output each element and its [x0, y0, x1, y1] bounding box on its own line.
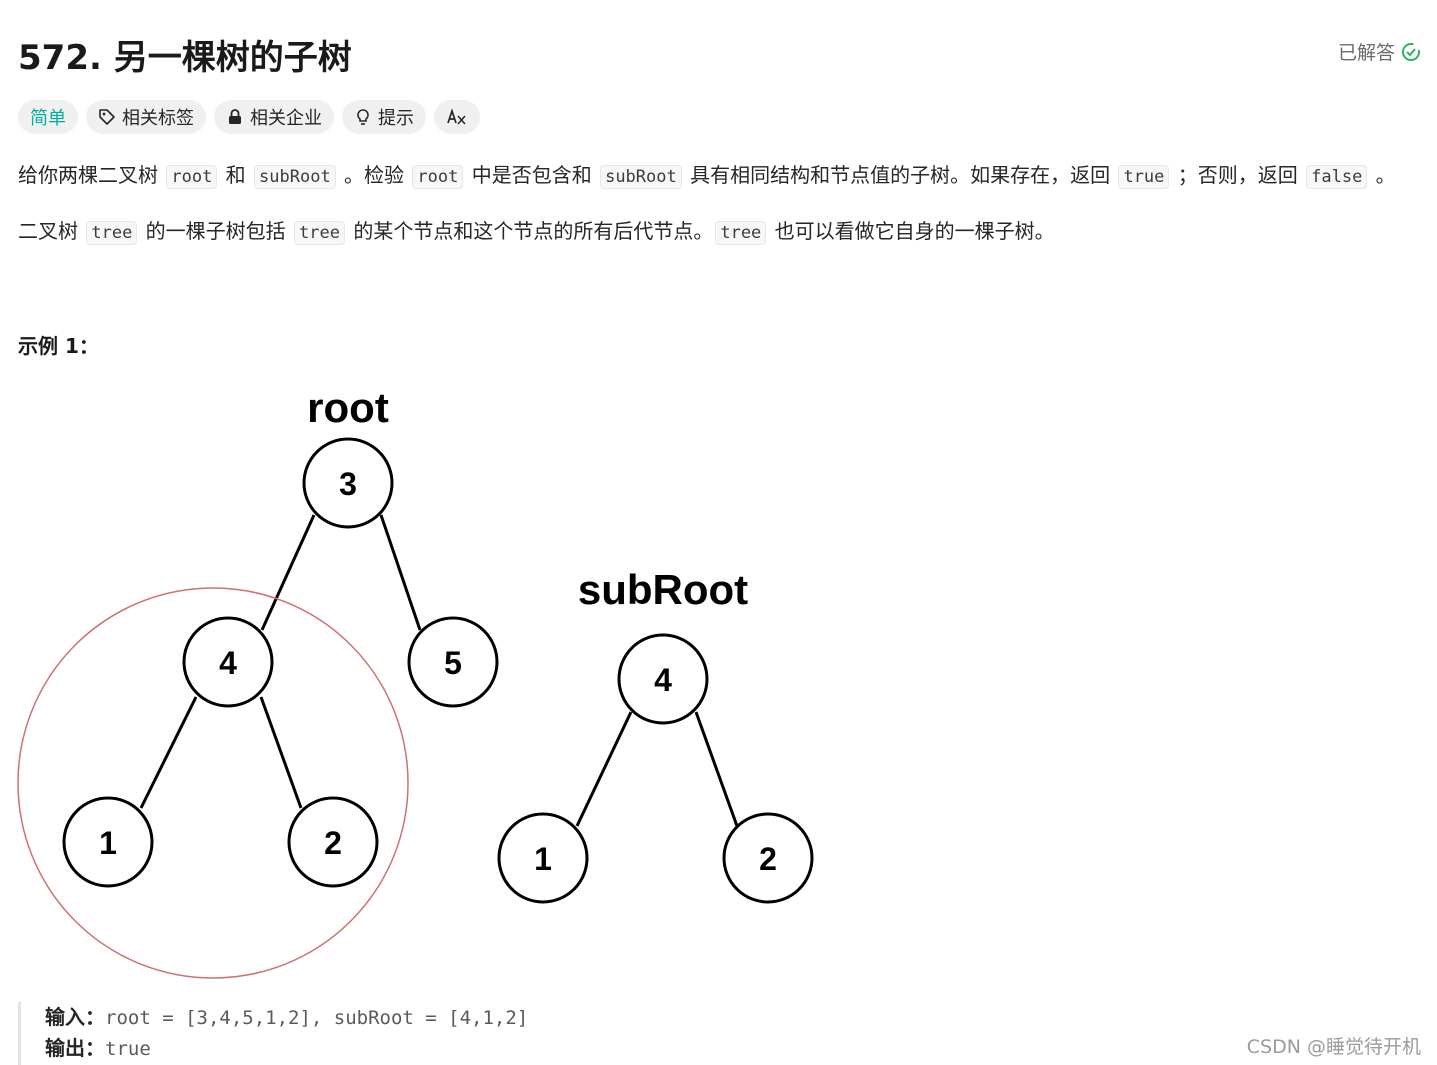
difficulty-label: 简单: [30, 108, 66, 129]
hint-label: 提示: [378, 108, 414, 129]
root-label: root: [307, 384, 389, 431]
translate-icon: [447, 108, 466, 125]
problem-title: 572. 另一棵树的子树: [18, 38, 352, 78]
output-value: true: [105, 1038, 151, 1060]
inline-code: false: [1306, 165, 1368, 189]
solved-status[interactable]: 已解答: [1338, 38, 1421, 65]
node-value: 2: [324, 825, 342, 861]
lock-icon: [229, 109, 241, 124]
example-diagram: root subRoot 3 4 5 1 2 4 1 2: [17, 384, 814, 979]
node-value: 3: [339, 466, 357, 502]
node-value: 1: [99, 825, 117, 861]
inline-code: root: [412, 165, 464, 189]
description-paragraph-1: 给你两棵二叉树 root 和 subRoot 。检验 root 中是否包含和 s…: [18, 163, 1396, 189]
inline-code: root: [166, 165, 218, 189]
solved-label: 已解答: [1337, 42, 1395, 64]
related-companies-label: 相关企业: [250, 108, 322, 129]
node-value: 2: [759, 841, 777, 877]
output-label: 输出：: [45, 1036, 105, 1060]
node-value: 4: [219, 645, 237, 681]
tree-node: [407, 616, 499, 708]
hint-button[interactable]: 提示: [342, 100, 426, 134]
tree-node: [62, 796, 154, 888]
tag-bar: 简单 相关标签 相关企业 提示: [18, 100, 480, 134]
description-paragraph-2: 二叉树 tree 的一棵子树包括 tree 的某个节点和这个节点的所有后代节点。…: [18, 219, 1055, 245]
inline-code: tree: [86, 221, 138, 245]
tree-node: [182, 616, 274, 708]
inline-code: subRoot: [254, 165, 336, 189]
input-line: 输入：root = [3,4,5,1,2], subRoot = [4,1,2]: [45, 1002, 745, 1033]
inline-code: true: [1118, 165, 1170, 189]
node-value: 4: [654, 662, 672, 698]
difficulty-badge[interactable]: 简单: [18, 100, 78, 134]
tree-node: [722, 812, 814, 904]
highlight-circle: [17, 587, 409, 979]
check-circle-icon: [1402, 42, 1420, 61]
inline-code: subRoot: [600, 165, 682, 189]
tree-node: [287, 796, 379, 888]
related-tags-button[interactable]: 相关标签: [86, 100, 206, 134]
tree-node: [617, 633, 709, 725]
node-value: 1: [534, 841, 552, 877]
node-value: 5: [444, 645, 462, 681]
example-io-block: 输入：root = [3,4,5,1,2], subRoot = [4,1,2]…: [18, 1002, 745, 1065]
tag-icon: [99, 109, 115, 125]
example-title: 示例 1：: [18, 334, 99, 358]
inline-code: tree: [715, 221, 767, 245]
input-value: root = [3,4,5,1,2], subRoot = [4,1,2]: [105, 1007, 529, 1029]
inline-code: tree: [294, 221, 345, 245]
tree-node: [497, 812, 589, 904]
related-companies-button[interactable]: 相关企业: [214, 100, 334, 134]
subroot-label: subRoot: [578, 566, 748, 613]
lightbulb-icon: [357, 109, 369, 125]
translate-button[interactable]: [434, 100, 480, 134]
output-line: 输出：true: [45, 1033, 745, 1064]
watermark: CSDN @睡觉待开机: [1246, 1036, 1421, 1058]
tree-node: [302, 437, 394, 529]
related-tags-label: 相关标签: [122, 108, 194, 129]
input-label: 输入：: [45, 1005, 105, 1029]
